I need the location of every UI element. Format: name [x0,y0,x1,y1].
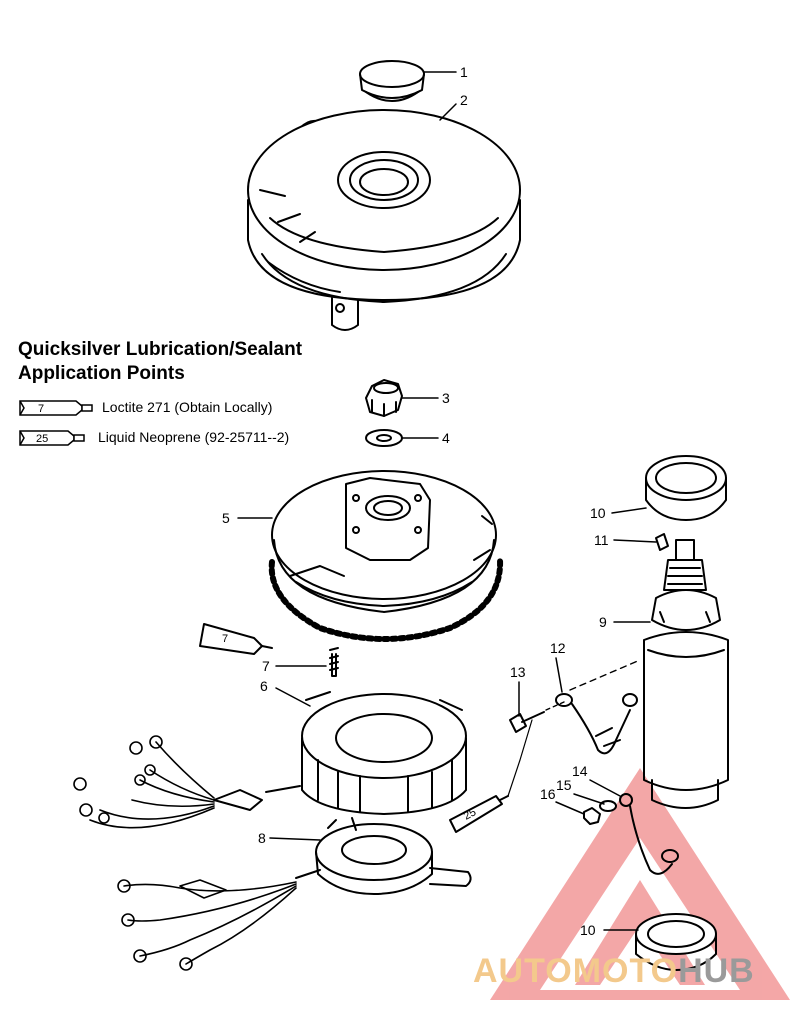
part-7-screw [329,647,339,677]
part-12-cable [555,659,641,755]
callout-15: 15 [556,777,572,793]
callout-3: 3 [442,390,450,406]
part-2-flywheel-cover [247,109,521,331]
callout-8: 8 [258,830,266,846]
part-5-flywheel [268,470,504,642]
part-9-starter-motor [643,539,729,809]
tube-icon: 25 [19,430,85,446]
watermark-logo: AUTOMOTOHUB [473,952,755,991]
part-10-collar-upper [645,455,727,521]
callout-10-upper: 10 [590,505,606,521]
callout-5: 5 [222,510,230,526]
part-3-nut [365,379,403,417]
callout-11: 11 [594,532,609,548]
part-16-nut [583,807,601,825]
leader-lines [237,71,657,931]
tube-icon: 7 [19,400,93,416]
lubrication-legend: Quicksilver Lubrication/Sealant Applicat… [18,338,303,446]
callout-6: 6 [260,678,268,694]
part-8-trigger [295,817,472,895]
part-1-cap [359,60,425,102]
part-14-lead [619,793,679,875]
tube-code: 7 [38,403,44,415]
tube-code: 25 [36,433,48,445]
callout-9: 9 [599,614,607,630]
callout-14: 14 [572,763,588,779]
legend-item-loctite: 7 Loctite 271 (Obtain Locally) [18,398,338,418]
neoprene-tube-25 [449,719,533,833]
callout-4: 4 [442,430,450,446]
part-10-collar-lower [635,913,717,971]
part-13-bolt [509,701,565,733]
callout-13: 13 [510,664,526,680]
stator-wires [73,735,215,829]
loctite-tube-tag: 7 [222,633,228,645]
callout-10-lower: 10 [580,922,596,938]
loctite-tube-7 [199,623,273,655]
part-11-clip [655,533,669,551]
callout-2: 2 [460,92,468,108]
part-4-washer [365,429,403,447]
callout-1: 1 [460,64,468,80]
callout-16: 16 [540,786,556,802]
callout-12: 12 [550,640,566,656]
watermark-part2: HUB [678,952,755,990]
callout-7: 7 [262,658,270,674]
legend-item-label: Loctite 271 (Obtain Locally) [102,399,273,415]
part-15-washer [599,800,617,812]
trigger-wires [117,879,297,971]
neoprene-tube-tag: 25 [462,806,478,822]
legend-item-neoprene: 25 Liquid Neoprene (92-25711--2) [18,428,338,448]
legend-title-line1: Quicksilver Lubrication/Sealant [18,339,303,360]
legend-title-line2: Application Points [18,363,185,384]
legend-item-label: Liquid Neoprene (92-25711--2) [98,429,290,445]
watermark-part1: AUTOMOTO [473,952,679,990]
part-6-stator [213,691,467,815]
